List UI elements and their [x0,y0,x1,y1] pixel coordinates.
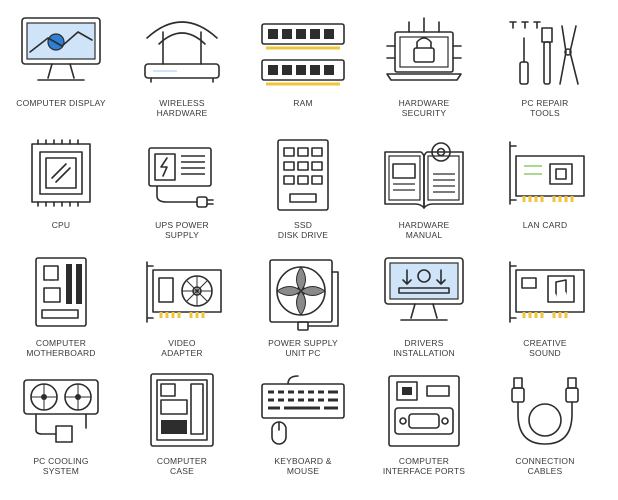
lan-card-icon [509,141,585,205]
icon-label: COMPUTER MOTHERBOARD [26,338,96,358]
icon-cell: PC COOLING SYSTEM [2,370,120,488]
keyboard-mouse-icon [261,375,345,445]
icon-cell: CONNECTION CABLES [486,370,604,488]
cpu-icon [31,139,91,207]
hardware-manual-icon [384,142,464,209]
ssd-disk-drive-icon [277,139,329,211]
drivers-installation-icon [384,257,464,321]
icon-label: UPS POWER SUPPLY [155,220,209,240]
video-adapter-icon [146,261,222,323]
icon-label: CREATIVE SOUND [523,338,567,358]
icon-cell: HARDWARE SECURITY [365,12,483,130]
icon-cell: SSD DISK DRIVE [244,134,362,252]
icon-cell: HARDWARE MANUAL [365,134,483,252]
icon-label: RAM [293,98,313,108]
icon-cell: COMPUTER CASE [123,370,241,488]
icon-label: PC COOLING SYSTEM [33,456,89,476]
creative-sound-icon [509,261,585,323]
icon-cell: RAM [244,12,362,130]
computer-motherboard-icon [35,257,87,327]
icon-cell: VIDEO ADAPTER [123,252,241,370]
pc-repair-tools-icon [509,21,579,85]
icon-label: KEYBOARD & MOUSE [274,456,332,476]
icon-cell: WIRELESS HARDWARE [123,12,241,130]
icon-label: SSD DISK DRIVE [277,220,329,240]
icon-cell: CREATIVE SOUND [486,252,604,370]
icon-label: VIDEO ADAPTER [161,338,203,358]
computer-interface-ports-icon [388,375,460,447]
hardware-security-icon [386,17,462,81]
icon-label: POWER SUPPLY UNIT PC [268,338,338,358]
ram-icon [261,23,345,86]
icon-cell: KEYBOARD & MOUSE [244,370,362,488]
icon-label: COMPUTER INTERFACE PORTS [382,456,466,476]
icon-label: DRIVERS INSTALLATION [393,338,455,358]
computer-display-icon [21,17,101,81]
icon-label: COMPUTER DISPLAY [16,98,106,108]
icon-label: WIRELESS HARDWARE [156,98,208,118]
icon-cell: DRIVERS INSTALLATION [365,252,483,370]
ups-power-supply-icon [148,147,214,208]
icon-cell: COMPUTER DISPLAY [2,12,120,130]
icon-cell: LAN CARD [486,134,604,252]
icon-label: HARDWARE MANUAL [398,220,450,240]
icon-cell: POWER SUPPLY UNIT PC [244,252,362,370]
icon-cell: COMPUTER INTERFACE PORTS [365,370,483,488]
icon-cell: UPS POWER SUPPLY [123,134,241,252]
wireless-hardware-icon [144,21,220,83]
icon-label: LAN CARD [522,220,568,230]
pc-cooling-system-icon [23,379,99,443]
icon-cell: COMPUTER MOTHERBOARD [2,252,120,370]
connection-cables-icon [511,377,579,445]
power-supply-unit-pc-icon [269,259,339,331]
icon-label: COMPUTER CASE [156,456,208,476]
icon-cell: CPU [2,134,120,252]
icon-label: PC REPAIR TOOLS [521,98,569,118]
icon-label: CONNECTION CABLES [515,456,575,476]
computer-case-icon [150,373,214,447]
icon-cell: PC REPAIR TOOLS [486,12,604,130]
icon-label: CPU [51,220,71,230]
icon-label: HARDWARE SECURITY [398,98,450,118]
